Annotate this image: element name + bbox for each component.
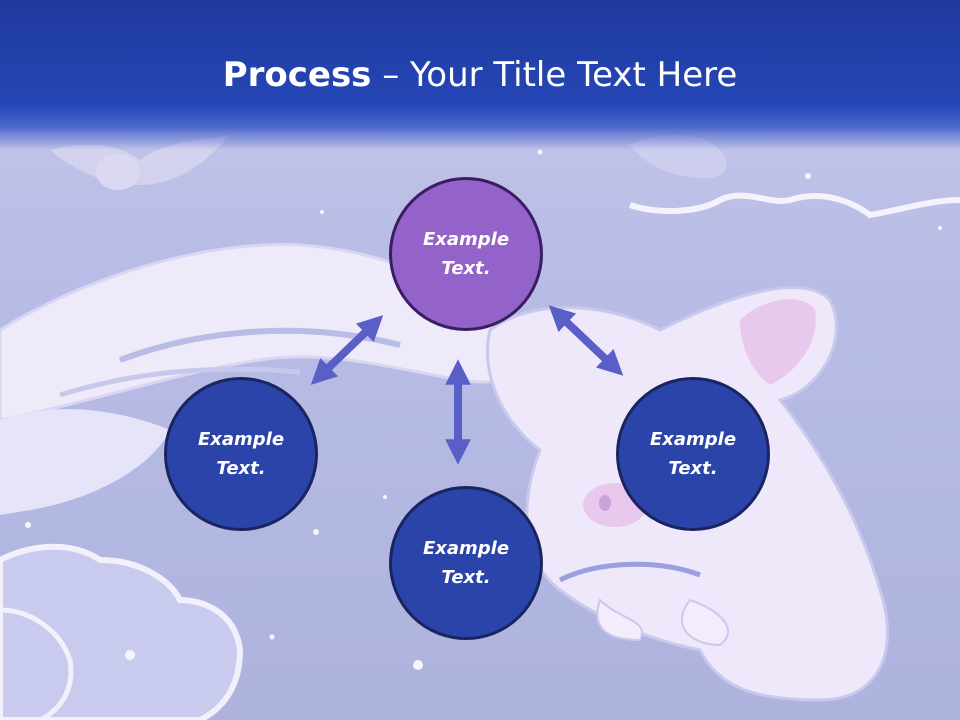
process-node-right[interactable]: Example Text.: [616, 377, 770, 531]
wing-line: [59, 366, 301, 398]
title-bold-part: Process: [222, 55, 372, 95]
cloud-bottom-left: [0, 543, 244, 720]
node-label: Example Text.: [422, 538, 510, 588]
arrow-top-left: [310, 315, 384, 385]
pig-hoof: [680, 598, 730, 647]
stars: [25, 149, 942, 670]
cloud-outline: [629, 192, 960, 219]
pig-collar: [558, 561, 701, 583]
cloud-curl: [0, 607, 74, 720]
pig-hoof: [596, 598, 643, 642]
pig-nostril: [599, 495, 611, 511]
node-label: Example Text.: [197, 429, 285, 479]
arrow-top-right: [548, 305, 624, 376]
process-node-bottom[interactable]: Example Text.: [389, 486, 543, 640]
title-band: [0, 0, 960, 150]
wing-feathers: [0, 409, 170, 515]
pig-ear: [740, 299, 816, 385]
title-rest-part: – Your Title Text Here: [371, 55, 738, 95]
process-node-left[interactable]: Example Text.: [164, 377, 318, 531]
node-label: Example Text.: [422, 229, 510, 279]
process-node-top[interactable]: Example Text.: [389, 177, 543, 331]
slide-title: Process – Your Title Text Here: [0, 52, 960, 98]
node-label: Example Text.: [649, 429, 737, 479]
